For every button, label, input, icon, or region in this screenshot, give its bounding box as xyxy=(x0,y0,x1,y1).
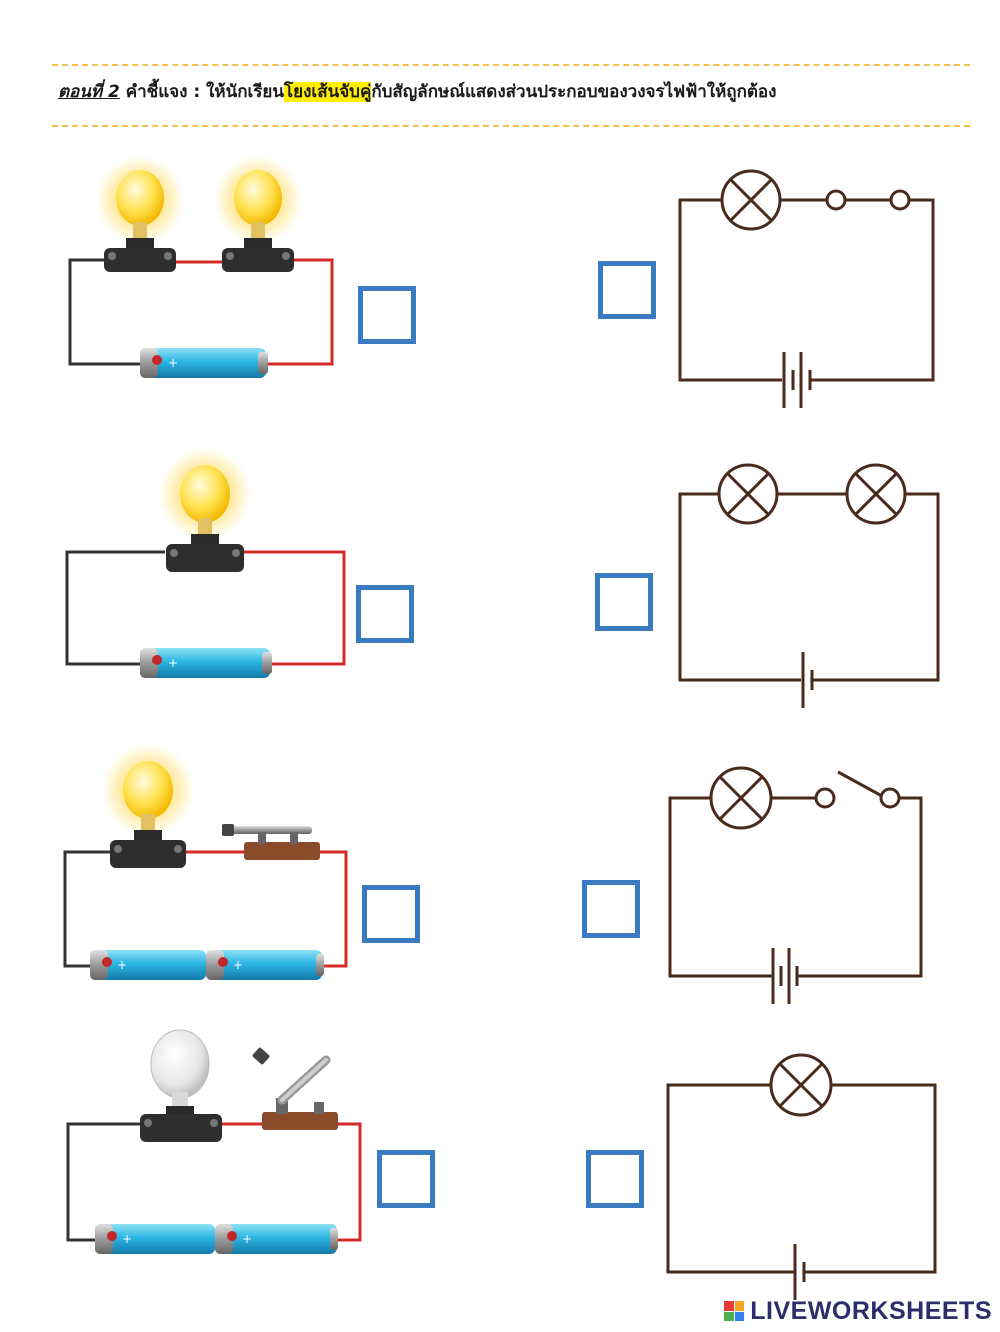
wire xyxy=(63,850,348,968)
cell-symbol-icon xyxy=(771,948,799,1004)
battery-icon: + xyxy=(140,648,272,678)
lamp-symbol-icon xyxy=(845,463,907,525)
lamp-symbol-icon xyxy=(720,169,782,231)
wire xyxy=(678,492,801,682)
lamp-symbol-icon xyxy=(717,463,779,525)
left-circuit-2: + xyxy=(65,448,346,678)
open-switch-symbol-icon xyxy=(814,770,901,809)
part-label: ตอนที่ 2 xyxy=(58,82,120,102)
lit-bulb-icon xyxy=(159,448,251,572)
closed-switch-icon xyxy=(222,824,320,860)
battery-icon: + xyxy=(95,1224,215,1254)
left-answer-box-2[interactable] xyxy=(356,585,414,643)
logo-square xyxy=(724,1311,734,1321)
wire xyxy=(810,198,935,382)
logo-square xyxy=(724,1301,734,1311)
svg-text:+: + xyxy=(168,356,178,370)
svg-text:+: + xyxy=(168,656,178,670)
lamp-symbol-icon xyxy=(709,766,773,830)
wire xyxy=(68,258,334,366)
wire xyxy=(812,492,940,682)
wire xyxy=(668,796,772,978)
svg-text:+: + xyxy=(122,1232,132,1246)
wire xyxy=(798,796,923,978)
closed-switch-symbol-icon xyxy=(825,189,911,211)
lit-bulb-icon xyxy=(102,744,194,868)
instruction-suffix: กับสัญลักษณ์แสดงส่วนประกอบของวงจรไฟฟ้าให… xyxy=(371,82,777,102)
svg-text:+: + xyxy=(117,958,127,972)
liveworksheets-logo-icon xyxy=(724,1301,745,1321)
cell-symbol-icon xyxy=(793,1244,806,1300)
logo-square xyxy=(734,1311,745,1321)
svg-text:+: + xyxy=(233,958,243,972)
cell-symbol-icon xyxy=(801,652,814,708)
right-circuit-1 xyxy=(678,169,935,408)
instruction-heading: ตอนที่ 2 คำชี้แจง : ให้นักเรียนโยงเส้นจั… xyxy=(58,78,776,105)
right-circuit-4 xyxy=(666,1053,937,1300)
footer-branding: LIVEWORKSHEETS xyxy=(724,1296,992,1326)
left-answer-box-1[interactable] xyxy=(358,286,416,344)
wire xyxy=(65,550,346,666)
battery-icon: + xyxy=(90,950,206,980)
right-answer-box-2[interactable] xyxy=(595,573,653,631)
right-answer-box-3[interactable] xyxy=(582,880,640,938)
right-circuit-2 xyxy=(678,463,940,708)
lamp-symbol-icon xyxy=(769,1053,833,1117)
left-answer-box-3[interactable] xyxy=(362,885,420,943)
svg-text:+: + xyxy=(242,1232,252,1246)
top-dashed-rule xyxy=(52,64,970,66)
right-answer-box-1[interactable] xyxy=(598,261,656,319)
right-circuit-3 xyxy=(668,766,923,1004)
battery-icon: + xyxy=(215,1224,338,1254)
left-circuit-1: + xyxy=(68,156,334,378)
instruction-prefix: คำชี้แจง : ให้นักเรียน xyxy=(125,82,285,102)
battery-icon: + xyxy=(206,950,324,980)
lit-bulb-icon xyxy=(214,156,302,272)
battery-icon: + xyxy=(140,348,268,378)
unlit-bulb-icon xyxy=(140,1029,222,1142)
left-circuit-4: + + xyxy=(66,1029,362,1254)
wire xyxy=(666,1083,794,1274)
left-circuit-3: + + xyxy=(63,744,348,980)
bottom-dashed-rule xyxy=(52,125,970,127)
cell-symbol-icon xyxy=(782,352,812,408)
wire xyxy=(805,1083,937,1274)
brand-name: LIVEWORKSHEETS xyxy=(750,1296,992,1325)
left-answer-box-4[interactable] xyxy=(377,1150,435,1208)
instruction-highlight: โยงเส้นจับคู่ xyxy=(284,82,372,102)
open-switch-icon xyxy=(252,1047,338,1130)
right-answer-box-4[interactable] xyxy=(586,1150,644,1208)
lit-bulb-icon xyxy=(96,156,184,272)
logo-square xyxy=(734,1301,745,1311)
wire xyxy=(66,1122,362,1242)
wire xyxy=(678,198,782,382)
